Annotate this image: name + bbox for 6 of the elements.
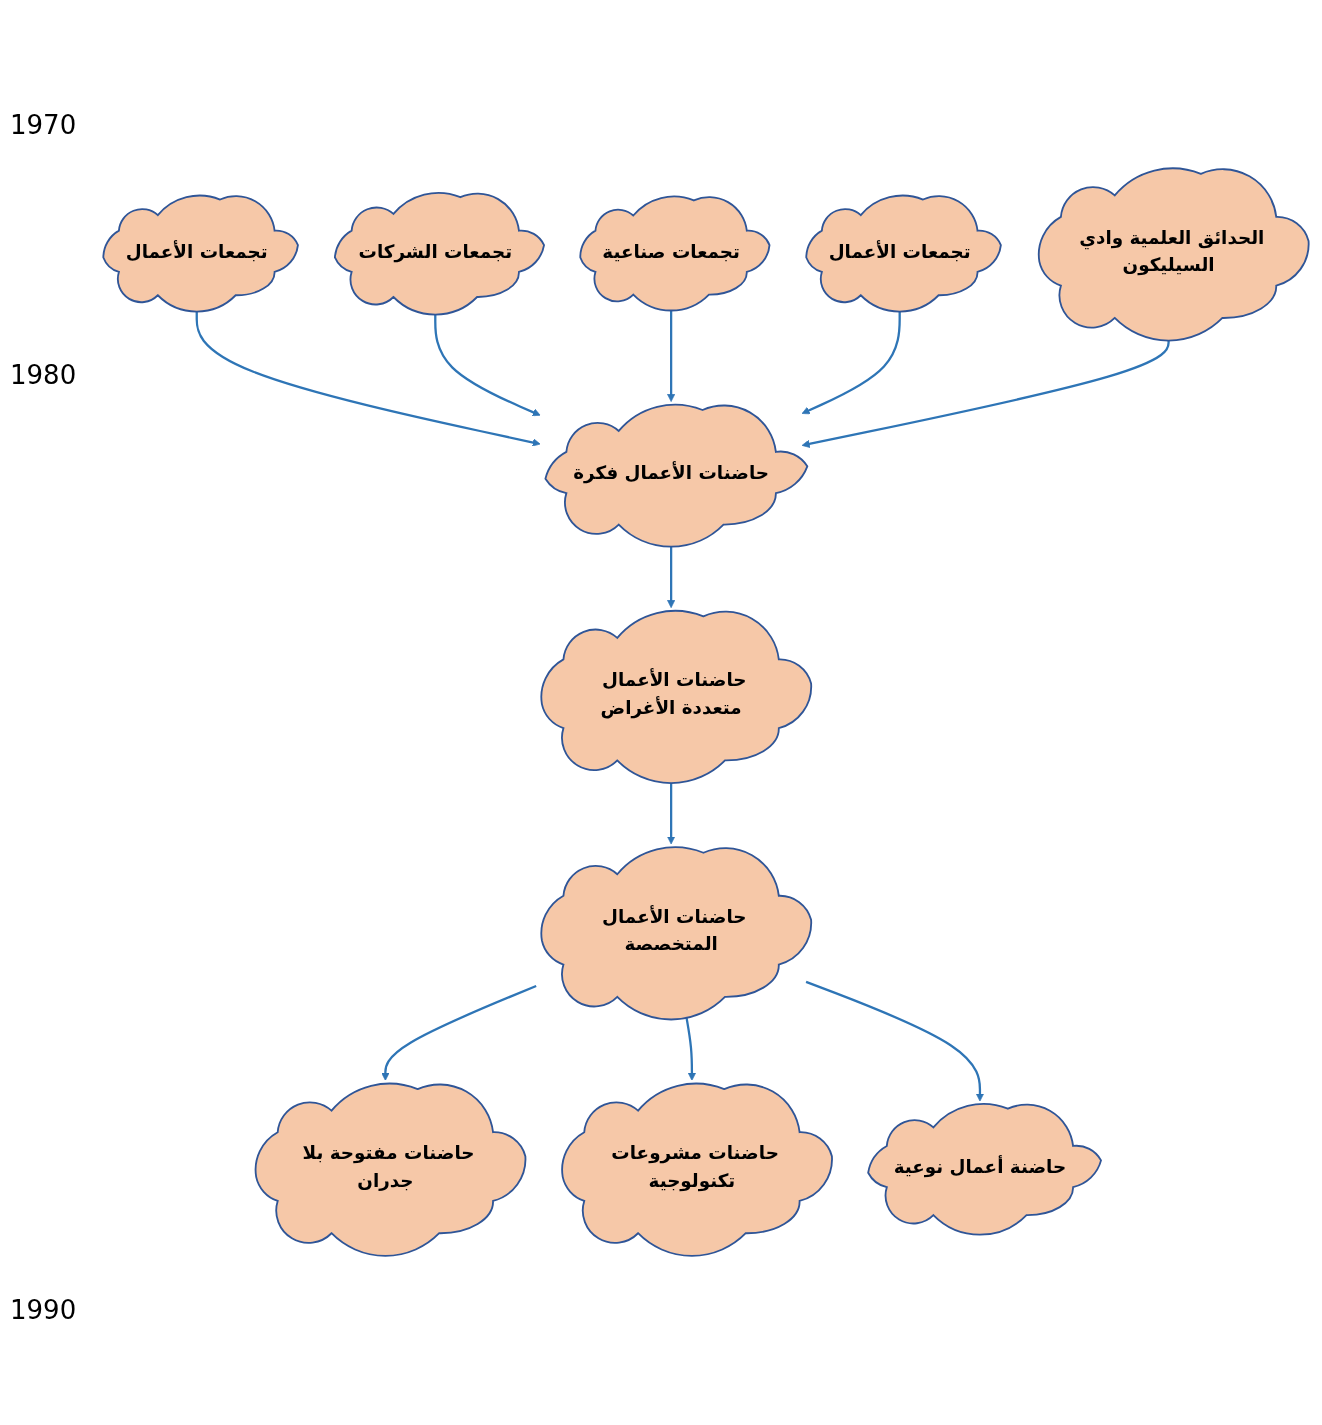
year-label: 1980 (10, 360, 77, 390)
year-label: 1970 (10, 110, 77, 140)
year-label: 1990 (10, 1295, 77, 1325)
arrow (685, 1016, 696, 1082)
arrow (381, 985, 537, 1082)
arrow (805, 981, 984, 1102)
